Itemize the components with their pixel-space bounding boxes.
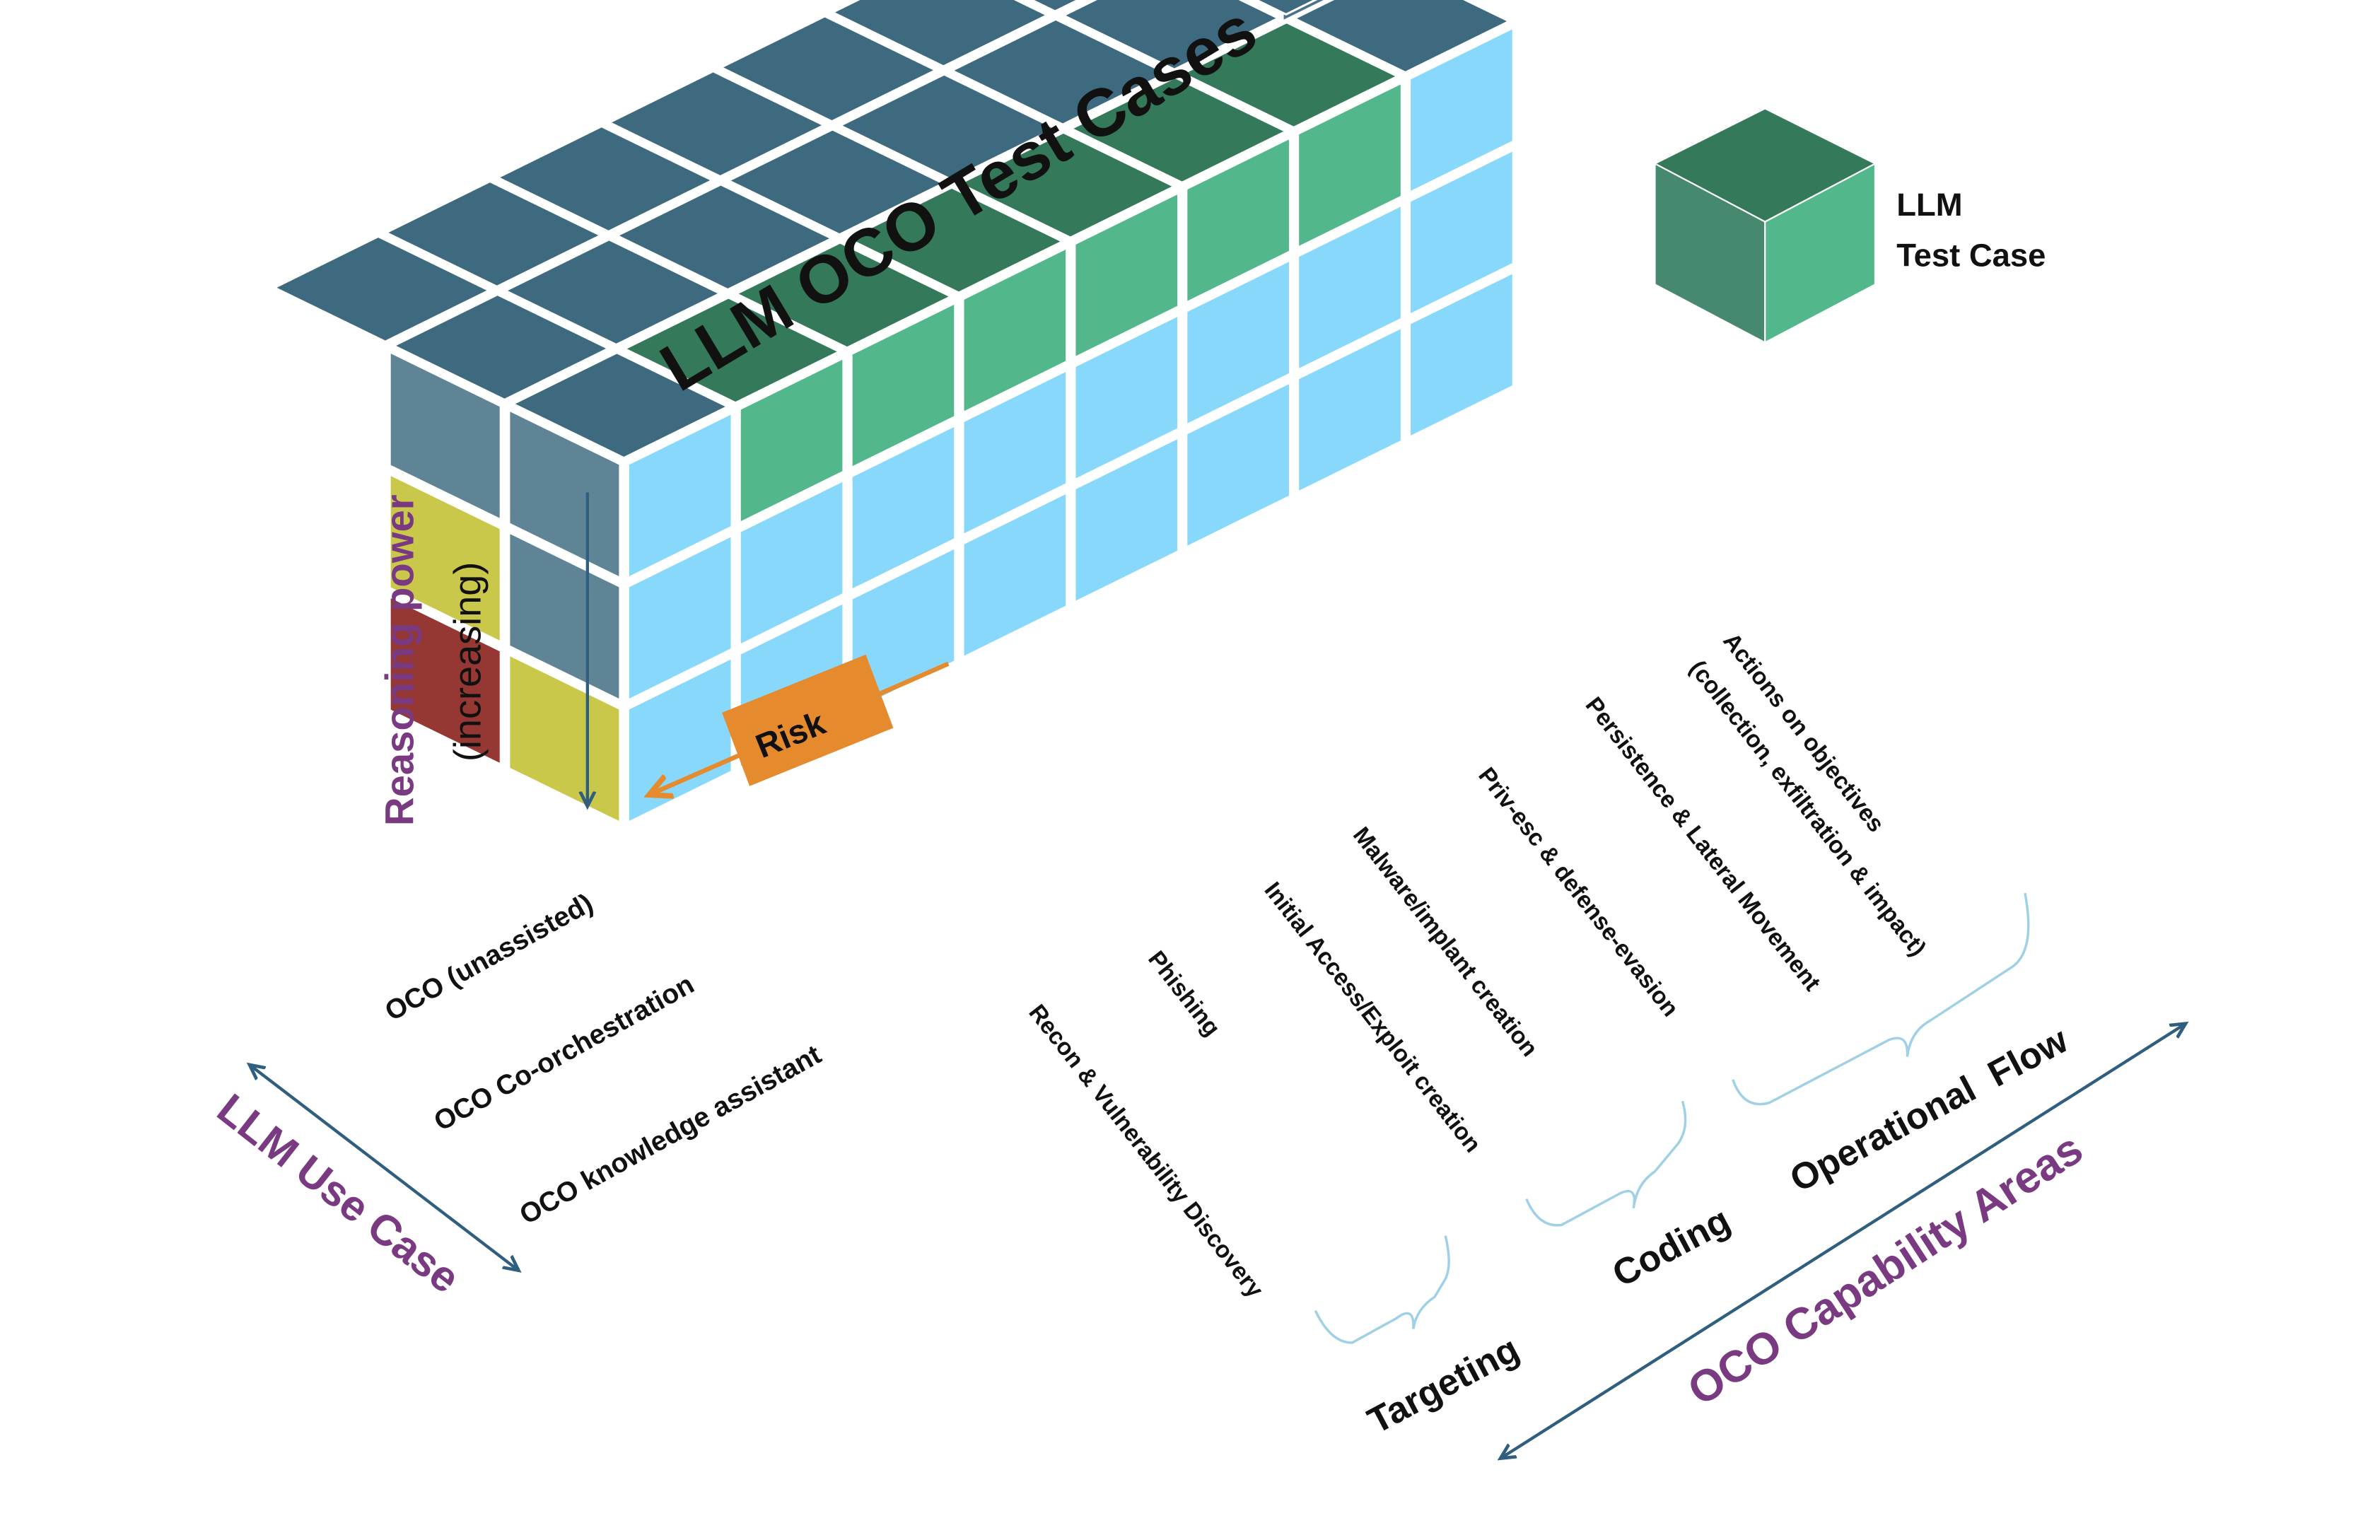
cube-front-face: [850, 424, 957, 592]
group-targeting: Targeting: [1361, 1328, 1526, 1441]
use-case-labels: OCO (unassisted) OCO Co-orchestration OC…: [380, 888, 827, 1231]
cube-top-face: [950, 18, 1168, 126]
cube-grid: [273, 0, 1515, 824]
risk-cell: [388, 473, 502, 643]
cube-top-face: [511, 351, 729, 460]
targeting-bracket: [1314, 1235, 1450, 1344]
cube-top-face: [392, 293, 609, 401]
cube-top-face: [720, 15, 937, 123]
cube-top-face: [504, 238, 721, 346]
reasoning-axis-sublabel: (increasing): [446, 562, 489, 762]
cube-front-face: [738, 356, 845, 524]
cube-front-face: [962, 491, 1068, 659]
legend-label-line1: LLM: [1896, 187, 1962, 223]
capability-initial-access: Initial Access/Exploit creation: [1259, 877, 1486, 1157]
cube-left-face: [508, 531, 622, 701]
cube-front-face: [1297, 204, 1403, 371]
cube-top-face: [1254, 0, 1318, 16]
cube-left-face: [508, 409, 622, 579]
cube-top-face: [958, 131, 1176, 239]
group-coding: Coding: [1606, 1199, 1737, 1295]
use-case-arrow: [251, 1066, 517, 1270]
capability-privesc: Priv-esc & defense-evasion: [1473, 763, 1684, 1022]
cube-front-face: [1185, 259, 1291, 426]
cube-front-face: [1297, 81, 1403, 249]
risk-cell: [508, 653, 622, 824]
cube-front-face: [850, 301, 957, 469]
cube-front-face: [738, 479, 845, 647]
cube-top-face: [846, 186, 1064, 294]
cube-top-face: [832, 0, 1049, 68]
coding-bracket: [1525, 1100, 1687, 1227]
cube-top-face: [1029, 0, 1081, 13]
cube-top-face: [1293, 0, 1510, 74]
cube-top-face: [623, 296, 841, 404]
cube-top-face: [608, 70, 825, 178]
cube-front-face: [1297, 326, 1403, 494]
cube-front-face: [1408, 26, 1515, 194]
cube-top-face: [273, 235, 491, 343]
risk-indicator: Risk: [652, 654, 950, 794]
cube-front-face: [1073, 436, 1180, 604]
cube-top-face: [385, 180, 602, 288]
capability-actions-detail: (collection, exfiltration & impact): [1684, 655, 1931, 961]
cube-top-face: [1062, 0, 1280, 71]
reasoning-axis-label: Reasoning power: [377, 494, 421, 826]
cube-top-face: [735, 241, 952, 349]
capability-arrow: [1502, 1025, 2184, 1457]
cube-top-face: [616, 183, 833, 291]
capability-recon: Recon & Vulnerability Discovery: [1023, 1000, 1268, 1303]
capability-axis-label: OCO Capability Areas: [1679, 1124, 2092, 1415]
cube-front-face: [626, 534, 733, 701]
cube-top-face: [496, 125, 714, 233]
capability-labels: Recon & Vulnerability Discovery Phishing…: [1023, 628, 1930, 1302]
cube-left-face: [388, 351, 502, 521]
cube-front-face: [962, 369, 1068, 537]
legend: LLM Test Case: [1653, 107, 2046, 344]
cube-top-face: [727, 128, 945, 236]
use-case-unassisted: OCO (unassisted): [380, 888, 598, 1027]
capability-axis: OCO Capability Areas: [1502, 1025, 2184, 1457]
legend-label-line2: Test Case: [1896, 237, 2046, 273]
cube-top-face: [1182, 21, 1399, 129]
legend-cube: [1653, 107, 1877, 344]
cube-front-face: [1185, 381, 1291, 549]
cube-top-face: [1070, 76, 1288, 184]
use-case-co-orchestration: OCO Co-orchestration: [429, 969, 699, 1138]
risk-cell: [388, 595, 502, 766]
reasoning-axis: Reasoning power (increasing): [377, 492, 588, 826]
capability-phishing: Phishing: [1143, 946, 1225, 1041]
cube-front-face: [1073, 192, 1180, 359]
cube-front-face: [1185, 136, 1291, 304]
use-case-axis-label: LLM Use Case: [209, 1084, 469, 1302]
cube-front-face: [962, 247, 1068, 414]
cube-front-face: [1408, 148, 1515, 316]
risk-tag: [722, 654, 894, 786]
cube-front-face: [1073, 314, 1180, 482]
cube-front-face: [626, 412, 733, 579]
cube-top-face: [839, 73, 1056, 181]
cube-front-face: [1408, 271, 1515, 438]
